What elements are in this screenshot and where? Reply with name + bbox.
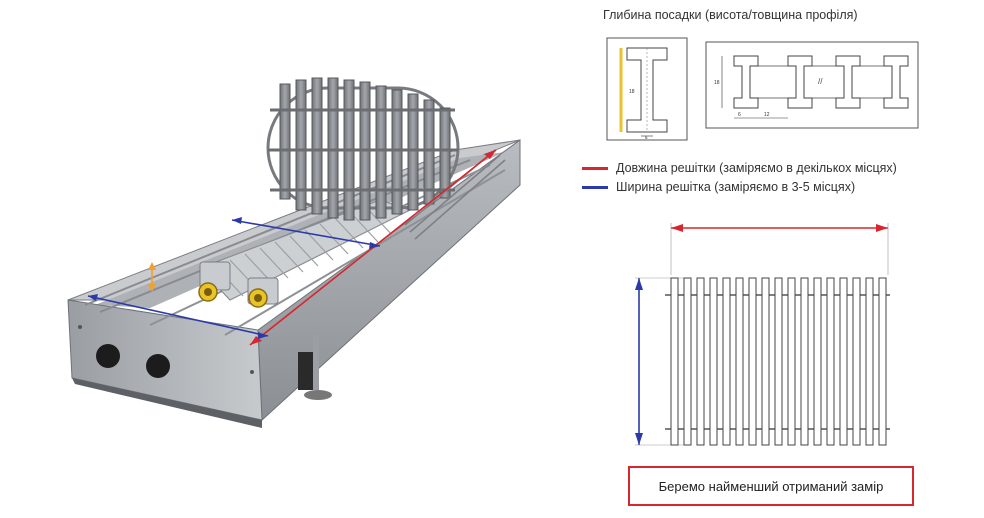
legend-length: Довжина решітки (заміряємо в декількох м…: [582, 160, 897, 176]
legend-length-swatch: [582, 166, 608, 170]
profile-section-row: // 18 6 12: [705, 41, 919, 129]
rolled-grille: [266, 77, 460, 221]
section-height-label: 18: [714, 80, 720, 86]
front-hole-left: [96, 344, 120, 368]
front-hole-right: [146, 354, 170, 378]
adjustable-foot: [298, 335, 332, 400]
section-spacing-label: 12: [764, 112, 770, 118]
width-arrow-top: [231, 219, 381, 247]
note-box: Беремо найменший отриманий замір: [628, 466, 914, 506]
profile-height-label: 18: [629, 89, 635, 95]
profile-depth-heading: Глибина посадки (висота/товщина профіля): [603, 8, 858, 22]
legend-length-label: Довжина решітки (заміряємо в декількох м…: [616, 161, 897, 175]
grille-top-view: [635, 223, 890, 446]
legend-width: Ширина решітка (заміряємо в 3-5 місцях): [582, 179, 855, 195]
profile-cross-section: 18 6: [606, 37, 688, 141]
svg-text://: //: [818, 77, 823, 86]
pipe-connectors: [198, 261, 279, 308]
profile-width-label: 6: [645, 135, 648, 140]
trough-bottom-edge: [72, 378, 262, 428]
section-width-label: 6: [738, 112, 741, 118]
legend-width-label: Ширина решітка (заміряємо в 3-5 місцях): [616, 180, 856, 194]
note-text: Беремо найменший отриманий замір: [658, 478, 884, 494]
legend-width-swatch: [582, 185, 608, 189]
width-arrow-bottom: [87, 295, 269, 337]
